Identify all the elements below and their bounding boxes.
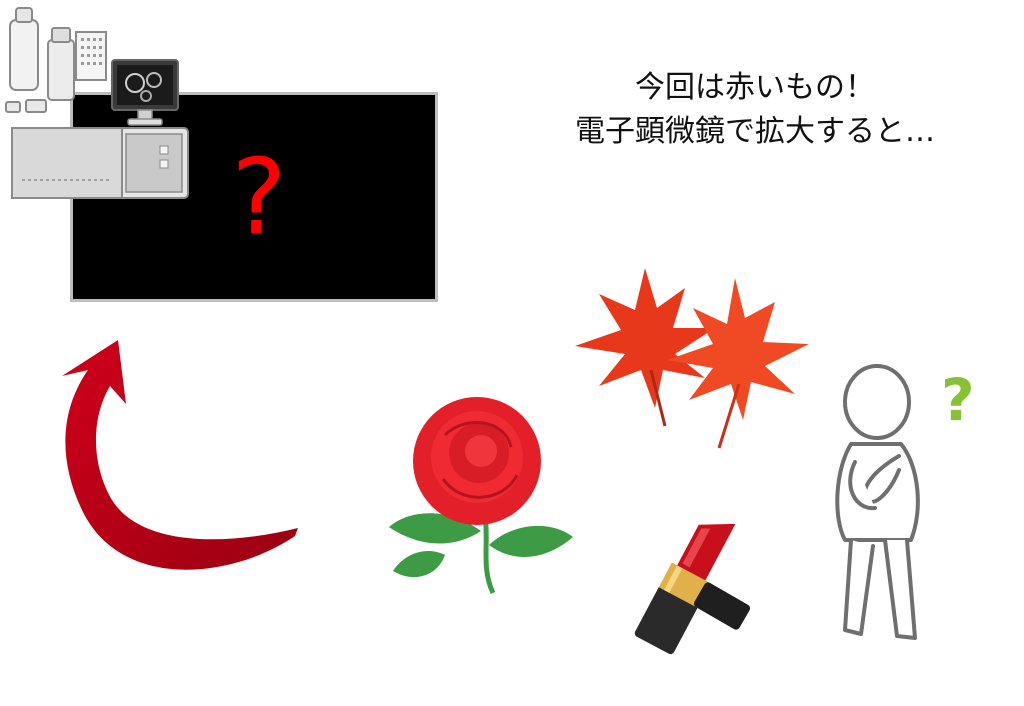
electron-microscope-icon	[5, 7, 189, 199]
screen-question-mark: ?	[231, 136, 287, 258]
maple-leaves-icon	[575, 268, 809, 449]
lipstick-icon	[634, 523, 751, 655]
thinking-question-mark: ?	[941, 366, 975, 434]
thinking-person-icon: ?	[835, 364, 975, 640]
caption-line-2: 電子顕微鏡で拡大すると…	[575, 114, 935, 149]
rose-icon	[389, 397, 573, 595]
curved-arrow-icon	[62, 340, 298, 570]
caption-line-1: 今回は赤いもの！	[635, 70, 875, 105]
caption: 今回は赤いもの！ 電子顕微鏡で拡大すると…	[520, 66, 990, 154]
